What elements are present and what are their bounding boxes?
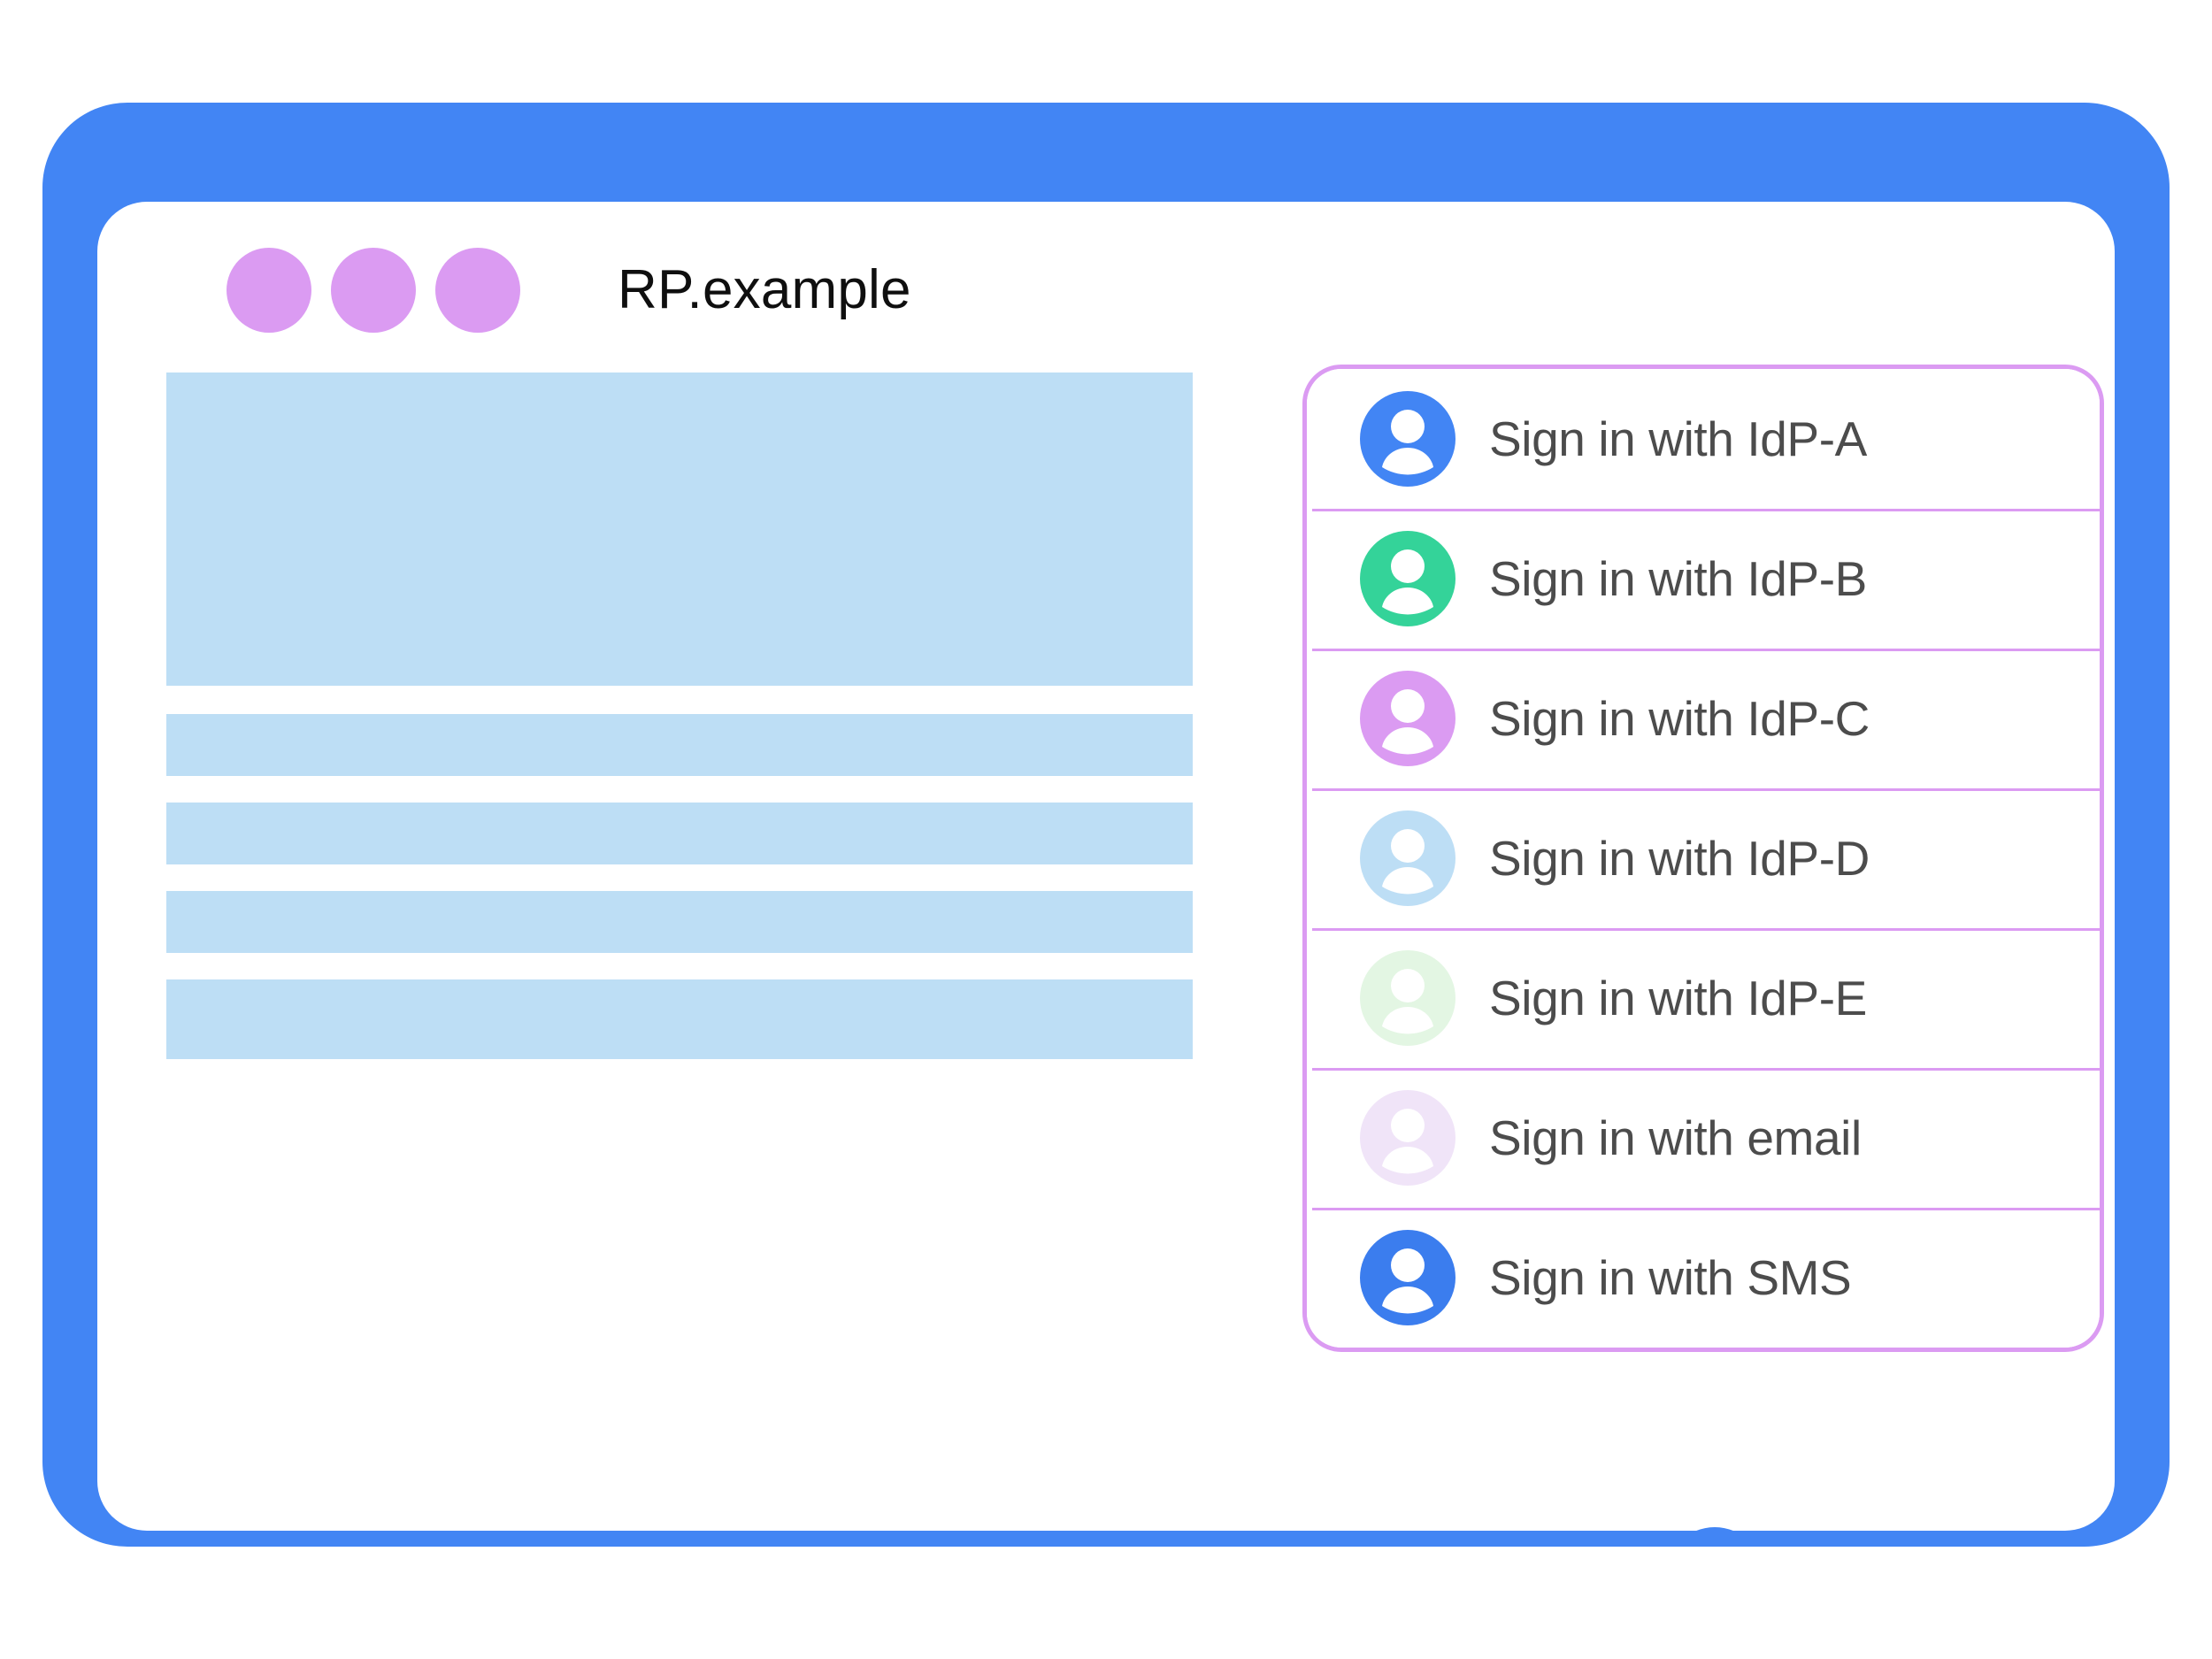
- account-avatar-icon: [1360, 950, 1455, 1046]
- text-line-placeholder-2: [166, 803, 1193, 864]
- account-avatar-icon: [1360, 810, 1455, 906]
- signin-option-idp-e[interactable]: Sign in with IdP-E: [1307, 928, 2100, 1068]
- signin-option-label: Sign in with IdP-A: [1489, 411, 1867, 466]
- browser-window: RP.example Sign in with IdP-A: [97, 202, 2115, 1531]
- signin-option-label: Sign in with IdP-C: [1489, 691, 1870, 746]
- text-line-placeholder-1: [166, 714, 1193, 776]
- signin-option-idp-d[interactable]: Sign in with IdP-D: [1307, 788, 2100, 928]
- account-avatar-icon: [1360, 1090, 1455, 1186]
- account-avatar-icon: [1360, 1230, 1455, 1325]
- account-avatar-icon: [1360, 531, 1455, 626]
- window-dot-2[interactable]: [331, 248, 416, 333]
- account-avatar-icon: [1360, 671, 1455, 766]
- page-content-placeholders: [166, 373, 1193, 1059]
- text-line-placeholder-4: [166, 979, 1193, 1059]
- page-title: RP.example: [618, 259, 911, 320]
- signin-option-email[interactable]: Sign in with email: [1307, 1068, 2100, 1208]
- browser-titlebar: RP.example: [97, 202, 2115, 361]
- signin-option-label: Sign in with IdP-E: [1489, 971, 1867, 1025]
- hero-placeholder: [166, 373, 1193, 686]
- signin-option-idp-c[interactable]: Sign in with IdP-C: [1307, 649, 2100, 788]
- home-button[interactable]: [1665, 1527, 1764, 1531]
- window-dot-3[interactable]: [435, 248, 520, 333]
- signin-option-label: Sign in with IdP-D: [1489, 831, 1870, 886]
- signin-option-label: Sign in with SMS: [1489, 1250, 1852, 1305]
- signin-option-label: Sign in with IdP-B: [1489, 551, 1867, 606]
- window-dot-1[interactable]: [227, 248, 311, 333]
- text-line-placeholder-3: [166, 891, 1193, 953]
- account-avatar-icon: [1360, 391, 1455, 487]
- signin-option-sms[interactable]: Sign in with SMS: [1307, 1208, 2100, 1348]
- signin-option-label: Sign in with email: [1489, 1110, 1862, 1165]
- signin-option-idp-a[interactable]: Sign in with IdP-A: [1307, 369, 2100, 509]
- device-frame: RP.example Sign in with IdP-A: [42, 103, 2170, 1547]
- signin-option-idp-b[interactable]: Sign in with IdP-B: [1307, 509, 2100, 649]
- signin-chooser-popup: Sign in with IdP-A Sign in with IdP-B: [1302, 365, 2104, 1352]
